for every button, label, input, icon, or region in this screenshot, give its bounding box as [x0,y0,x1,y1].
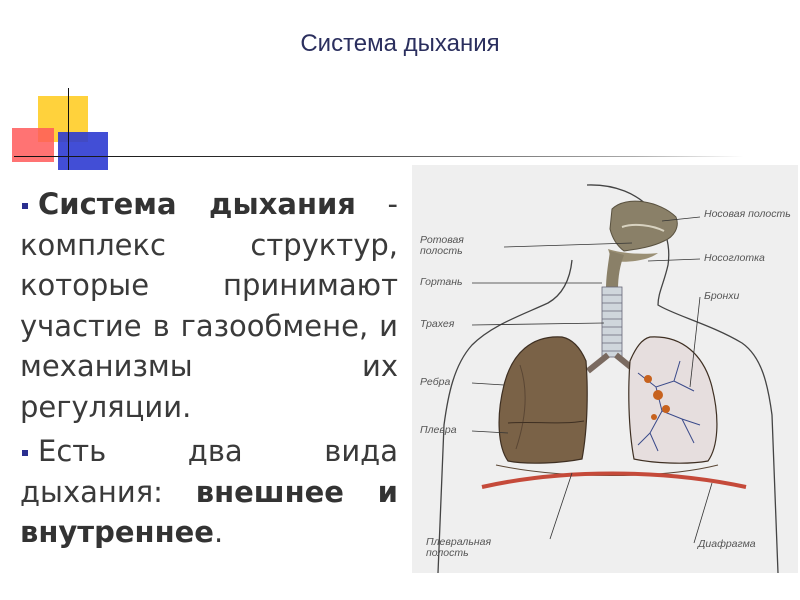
label-diaphragm: Диафрагма [698,539,756,550]
label-oral-cavity: Ротовая полость [420,235,480,257]
label-pleural-cavity: Плевральная полость [426,537,516,559]
label-bronchi: Бронхи [704,291,739,302]
slide-title: Система дыхания [0,30,800,58]
term-respiratory-system: Система дыхания [38,187,356,221]
label-trachea: Трахея [420,319,454,330]
label-larynx: Гортань [420,277,463,288]
label-nasopharynx: Носоглотка [704,253,765,264]
label-nasal-cavity: Носовая полость [704,209,791,220]
bullet-icon [22,203,28,209]
types-end: . [214,515,223,549]
respiratory-system-diagram: Носовая полость Ротовая полость Носоглот… [412,165,798,573]
paragraph-types: Есть два вида дыхания: внешнее и внутрен… [20,431,398,553]
term-dash: - [356,187,398,221]
title-divider [14,156,744,157]
bullet-icon [22,450,28,456]
definition-text: комплекс структур, которые принимают уча… [20,228,398,424]
label-ribs: Ребра [420,377,450,388]
paragraph-definition: Система дыхания - комплекс структур, кот… [20,184,398,427]
decor-vertical-line [68,88,69,170]
anatomy-illustration [412,165,798,573]
body-text: Система дыхания - комплекс структур, кот… [20,184,398,553]
decor-blue-square [58,132,108,170]
label-pleura: Плевра [420,425,457,436]
